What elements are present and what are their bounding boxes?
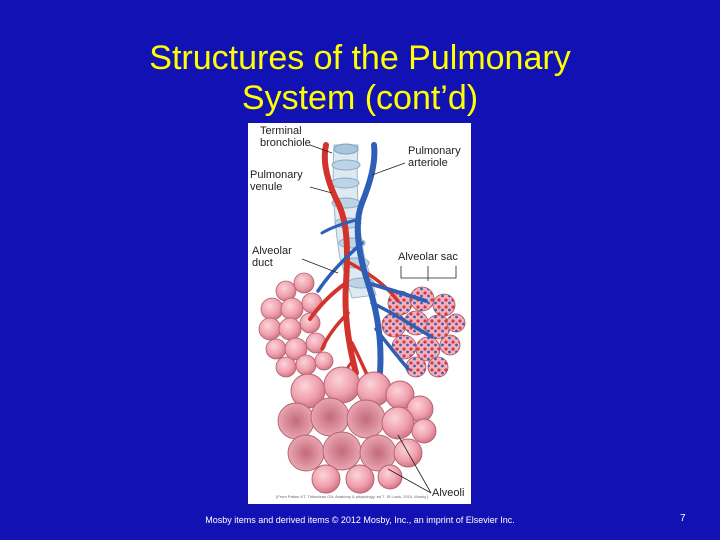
label-pulmonary-venule-line2: venule [250,181,283,193]
label-alveoli-text: Alveoli [432,487,465,499]
label-pulmonary-venule: Pulmonary venule [250,169,303,193]
title-line-2: System (cont’d) [241,79,479,117]
label-alveolar-duct-line1: Alveolar [252,245,292,257]
right-alveolar-sac-capillaries [381,286,466,378]
figure-credit: (From Patton KT, Thibodeau GA: Anatomy &… [276,494,429,499]
leader-lines [301,144,457,494]
title-line-1: Structures of the Pulmonary [149,39,571,77]
label-pulmonary-venule-line1: Pulmonary [250,169,303,181]
pulmonary-structures-figure: Terminal bronchiole Pulmonary venule Pul… [248,123,471,504]
label-alveoli: Alveoli [432,487,464,499]
label-pulmonary-arteriole-line2: arteriole [408,157,448,169]
label-alveolar-sac: Alveolar sac [398,251,458,263]
slide-title: Structures of the Pulmonary System (cont… [0,38,720,118]
label-terminal-bronchiole: Terminal bronchiole [260,125,311,149]
left-alveolar-cluster [258,272,334,378]
label-terminal-bronchiole-line2: bronchiole [260,137,311,149]
pulmonary-arteriole-vessel [316,142,434,376]
pulmonary-illustration [258,142,466,494]
label-alveolar-sac-text: Alveolar sac [398,251,458,263]
page-number: 7 [680,513,686,524]
copyright-footer: Mosby items and derived items © 2012 Mos… [205,515,515,525]
alveoli-cluster [277,366,437,494]
label-terminal-bronchiole-line1: Terminal [260,125,302,137]
label-alveolar-duct: Alveolar duct [252,245,292,269]
label-alveolar-duct-line2: duct [252,257,273,269]
label-pulmonary-arteriole-line1: Pulmonary [408,145,461,157]
label-pulmonary-arteriole: Pulmonary arteriole [408,145,461,169]
